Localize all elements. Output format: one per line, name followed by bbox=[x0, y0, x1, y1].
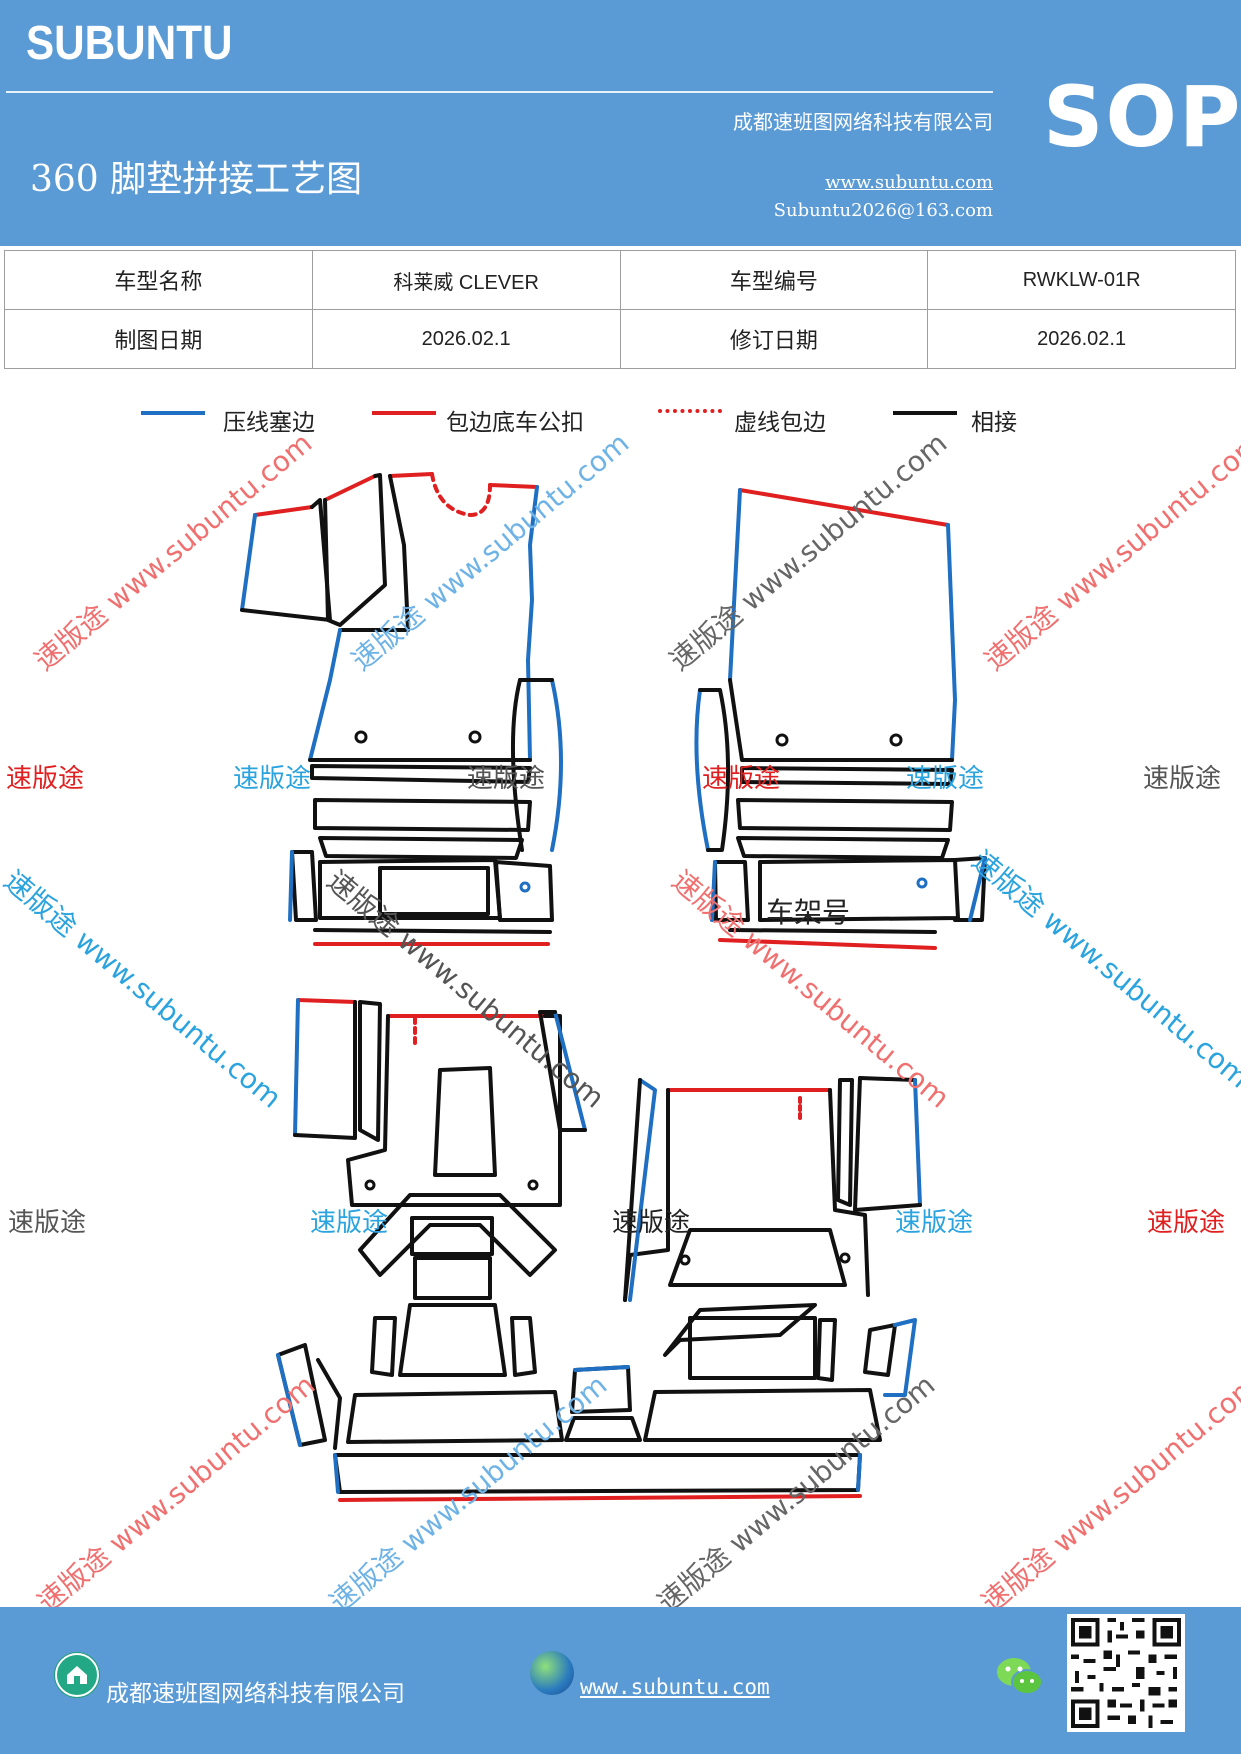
watermark: 速版途 bbox=[467, 764, 546, 794]
globe-icon bbox=[530, 1651, 574, 1695]
footer-company: 成都速班图网络科技有限公司 bbox=[106, 1681, 405, 1707]
model-code-value: RWKLW-01R bbox=[927, 250, 1236, 310]
legend-swatch-black bbox=[893, 411, 957, 415]
legend-label: 压线塞边 bbox=[223, 410, 315, 436]
frame-number-label: 车架号 bbox=[766, 896, 850, 929]
model-code-label: 车型编号 bbox=[619, 250, 929, 310]
table-row: 制图日期 2026.02.1 修订日期 2026.02.1 bbox=[4, 309, 1236, 369]
watermark: 速版途 bbox=[1147, 1208, 1226, 1238]
qr-code bbox=[1067, 1614, 1185, 1732]
home-icon bbox=[54, 1652, 100, 1698]
watermark: 速版途 bbox=[8, 1208, 87, 1238]
brand-logo: SUBUNTU bbox=[26, 17, 233, 70]
header-divider bbox=[6, 91, 993, 93]
revision-date-label: 修订日期 bbox=[619, 309, 929, 369]
page-title: 360 脚垫拼接工艺图 bbox=[30, 159, 363, 200]
legend-swatch-blue bbox=[141, 411, 205, 415]
watermark: 速版途 bbox=[895, 1208, 974, 1238]
watermark: 速版途 bbox=[906, 764, 985, 794]
mat-front-right bbox=[694, 488, 987, 950]
legend-label: 包边底车公扣 bbox=[446, 410, 584, 436]
watermark: 速版途 bbox=[310, 1208, 389, 1238]
vehicle-info-table: 车型名称 科莱威 CLEVER 车型编号 RWKLW-01R 制图日期 2026… bbox=[4, 250, 1236, 369]
watermark: 速版途 bbox=[702, 764, 781, 794]
revision-date-value: 2026.02.1 bbox=[927, 309, 1236, 369]
watermark: 速版途 bbox=[612, 1208, 691, 1238]
line-legend: 压线塞边 包边底车公扣 虚线包边 相接 bbox=[0, 395, 1241, 445]
table-row: 车型名称 科莱威 CLEVER 车型编号 RWKLW-01R bbox=[4, 250, 1236, 310]
header-banner: SUBUNTU SOP 成都速班图网络科技有限公司 360 脚垫拼接工艺图 ww… bbox=[0, 0, 1241, 246]
draw-date-value: 2026.02.1 bbox=[311, 309, 621, 369]
floor-mat-diagram: 车架号 bbox=[240, 472, 987, 1502]
sop-label: SOP bbox=[1043, 68, 1241, 166]
company-name: 成都速班图网络科技有限公司 bbox=[733, 110, 993, 134]
footer-website-link[interactable]: www.subuntu.com bbox=[580, 1675, 770, 1699]
watermark: 速版途 bbox=[1143, 764, 1222, 794]
mat-rear-right bbox=[623, 1076, 922, 1397]
mat-rear-center bbox=[276, 1343, 882, 1502]
model-name-value: 科莱威 CLEVER bbox=[311, 250, 621, 310]
mat-front-left bbox=[240, 472, 563, 946]
legend-swatch-red-dashed bbox=[658, 409, 722, 413]
legend-label: 相接 bbox=[971, 410, 1017, 436]
email-address: Subuntu2026@163.com bbox=[773, 200, 993, 221]
mat-rear-left bbox=[293, 998, 587, 1377]
wechat-icon bbox=[995, 1655, 1045, 1703]
model-name-label: 车型名称 bbox=[4, 250, 313, 310]
draw-date-label: 制图日期 bbox=[4, 309, 313, 369]
watermark: 速版途 bbox=[6, 764, 85, 794]
footer-banner: 成都速班图网络科技有限公司 www.subuntu.com bbox=[0, 1607, 1241, 1754]
legend-swatch-red bbox=[372, 411, 436, 415]
website-link[interactable]: www.subuntu.com bbox=[825, 172, 993, 193]
watermark: 速版途 bbox=[233, 764, 312, 794]
legend-label: 虚线包边 bbox=[734, 410, 826, 436]
